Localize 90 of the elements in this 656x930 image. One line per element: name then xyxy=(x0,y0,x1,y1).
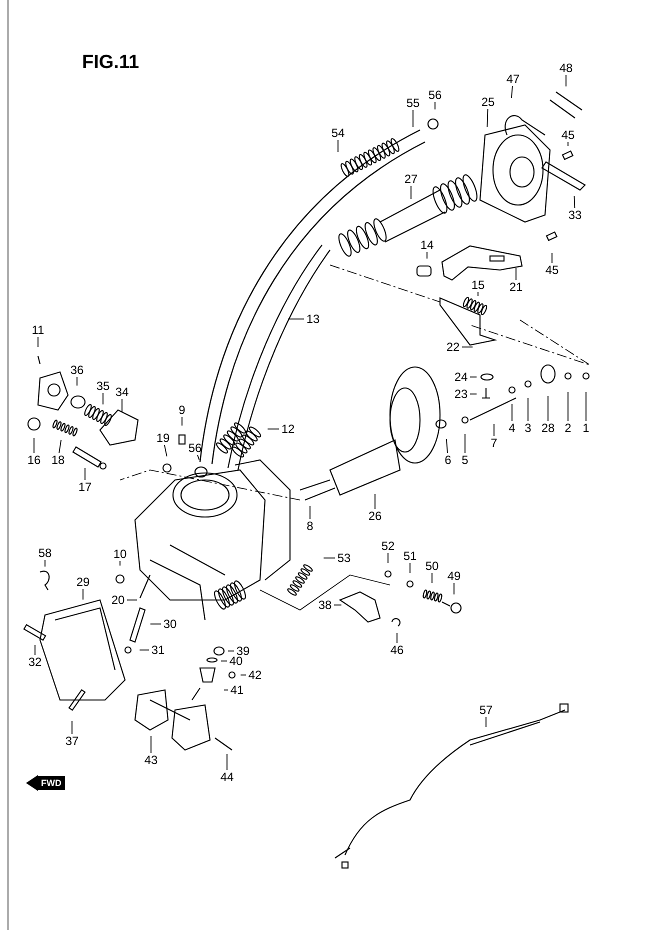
callout-number: 18 xyxy=(51,453,65,467)
callout-number: 55 xyxy=(406,96,420,110)
callout-number: 12 xyxy=(281,422,295,436)
leader-line xyxy=(82,588,84,600)
leader-line xyxy=(412,110,414,128)
leader-line xyxy=(197,454,200,460)
callout-number: 28 xyxy=(541,421,555,435)
callout-number: 22 xyxy=(446,340,460,354)
callout-number: 58 xyxy=(38,546,52,560)
callout-number: 27 xyxy=(404,172,418,186)
leader-line xyxy=(84,468,86,480)
callout-number: 46 xyxy=(390,643,404,657)
leader-line xyxy=(334,604,342,606)
callout-number: 41 xyxy=(230,683,244,697)
leader-line xyxy=(102,392,104,405)
callout-number: 49 xyxy=(447,569,461,583)
callout-number: 48 xyxy=(559,61,573,75)
figure-title: FIG.11 xyxy=(82,51,140,75)
callout-number: 21 xyxy=(509,280,523,294)
leader-line xyxy=(426,252,428,260)
callout-number: 35 xyxy=(96,379,110,393)
leader-line xyxy=(44,560,46,568)
leader-line xyxy=(34,644,36,656)
callout-number: 14 xyxy=(420,238,434,252)
callout-number: 26 xyxy=(368,509,382,523)
leader-line xyxy=(288,318,304,320)
callout-number: 11 xyxy=(32,323,44,337)
leader-line xyxy=(446,438,448,454)
callout-number: 5 xyxy=(462,453,468,467)
callout-number: 47 xyxy=(506,72,520,86)
callout-number: 45 xyxy=(545,263,559,277)
callout-number: 36 xyxy=(70,363,84,377)
leader-line xyxy=(220,660,228,662)
leader-line xyxy=(164,444,168,457)
callout-number: 34 xyxy=(115,385,129,399)
callout-number: 57 xyxy=(479,703,493,717)
callout-number: 19 xyxy=(156,431,170,445)
leader-line xyxy=(470,376,478,378)
callout-number: 4 xyxy=(508,421,516,435)
callout-number: 56 xyxy=(188,441,202,455)
leader-line xyxy=(150,736,152,754)
leader-line xyxy=(58,439,62,454)
callout-number: 42 xyxy=(248,668,262,682)
leader-line xyxy=(574,196,576,208)
callout-number: 9 xyxy=(178,403,186,417)
callout-number: 16 xyxy=(27,453,41,467)
direction-label: FWD xyxy=(38,776,64,790)
callout-number: 10 xyxy=(113,547,127,561)
callout-number: 24 xyxy=(454,370,468,384)
leader-line xyxy=(228,650,234,652)
callout-number: 50 xyxy=(425,559,439,573)
leader-line xyxy=(434,102,436,110)
callout-number: 1 xyxy=(582,421,590,435)
callout-number: 20 xyxy=(111,593,125,607)
leader-line xyxy=(226,754,228,770)
callout-number: 44 xyxy=(220,770,234,784)
callout-number: 3 xyxy=(524,421,532,435)
callout-number: 7 xyxy=(490,436,498,450)
leader-line xyxy=(240,674,246,676)
leader-line xyxy=(511,86,513,98)
callout-number: 17 xyxy=(78,480,92,494)
leader-line xyxy=(464,434,466,454)
leader-line xyxy=(267,428,280,430)
callout-number: 43 xyxy=(144,753,158,767)
callout-number: 15 xyxy=(471,278,485,292)
callout-number: 29 xyxy=(76,575,90,589)
callout-number: 33 xyxy=(568,208,582,222)
leader-line xyxy=(396,632,398,644)
callout-number: 31 xyxy=(151,643,165,657)
callout-number: 2 xyxy=(564,421,572,435)
callout-number: 23 xyxy=(454,387,468,401)
callout-number: 37 xyxy=(65,734,79,748)
callout-number: 38 xyxy=(318,598,332,612)
callout-number: 45 xyxy=(561,128,575,142)
callout-number: 52 xyxy=(381,539,395,553)
callout-number: 8 xyxy=(306,519,314,533)
callout-number: 30 xyxy=(163,617,177,631)
leader-line xyxy=(410,186,412,200)
callout-number: 56 xyxy=(428,88,442,102)
callout-number: 32 xyxy=(28,655,42,669)
callout-number: 25 xyxy=(481,95,495,109)
leader-line xyxy=(486,108,488,128)
leader-line xyxy=(76,376,78,386)
callout-number: 6 xyxy=(444,453,452,467)
callout-number: 53 xyxy=(337,551,351,565)
leader-line xyxy=(374,494,376,510)
callout-number: 51 xyxy=(403,549,417,563)
leader-line xyxy=(462,346,474,348)
callout-number: 54 xyxy=(331,126,345,140)
callout-number: 13 xyxy=(306,312,320,326)
